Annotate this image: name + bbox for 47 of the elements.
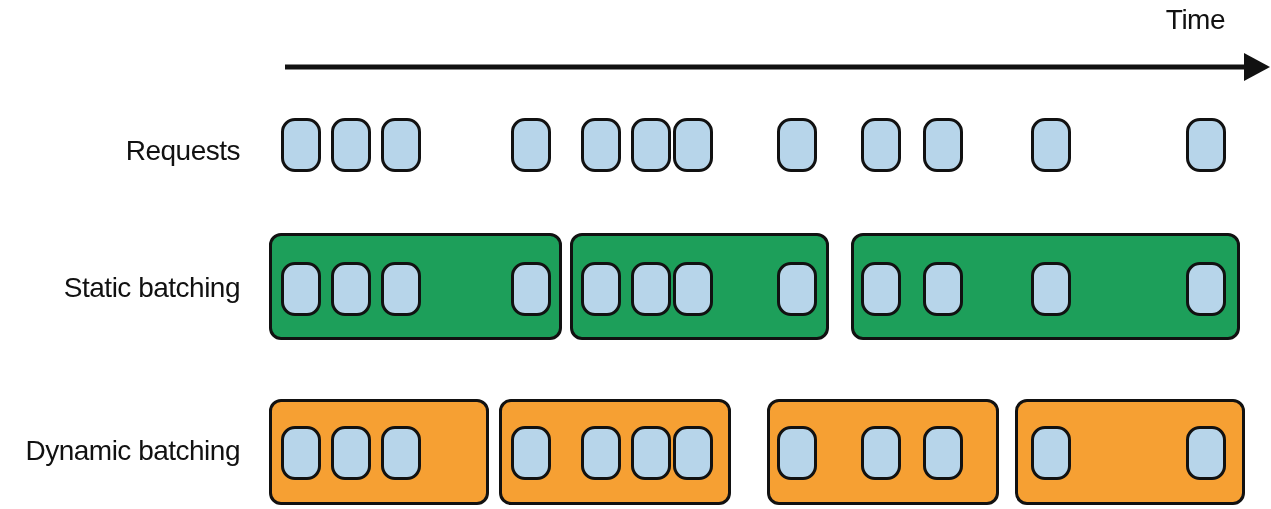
request-block [777,262,817,316]
request-block [923,262,963,316]
request-block [861,118,901,172]
request-block [777,118,817,172]
request-block [381,118,421,172]
request-block [777,426,817,480]
request-block [1031,262,1071,316]
request-block [511,118,551,172]
row-label: Requests [125,135,240,167]
request-block [673,118,713,172]
request-block [281,262,321,316]
request-block [923,426,963,480]
axis-label: Time [1165,4,1225,36]
request-block [331,426,371,480]
request-block [631,118,671,172]
request-block [631,426,671,480]
request-block [631,262,671,316]
batch-box [851,233,1240,340]
request-block [1186,118,1226,172]
request-block [281,118,321,172]
batch-box [767,399,999,505]
row-label: Static batching [63,272,240,304]
request-block [1186,426,1226,480]
request-block [673,426,713,480]
request-block [511,262,551,316]
request-block [581,426,621,480]
request-block [861,262,901,316]
request-block [673,262,713,316]
request-block [381,426,421,480]
batch-box [269,399,489,505]
request-block [923,118,963,172]
request-block [1031,426,1071,480]
request-block [281,426,321,480]
request-block [331,262,371,316]
request-block [1186,262,1226,316]
row-label: Dynamic batching [25,435,240,467]
request-block [581,262,621,316]
request-block [381,262,421,316]
request-block [581,118,621,172]
request-block [331,118,371,172]
request-block [861,426,901,480]
batch-box [1015,399,1245,505]
request-block [1031,118,1071,172]
batch-box [570,233,829,340]
batch-box [269,233,562,340]
request-block [511,426,551,480]
batch-box [499,399,731,505]
